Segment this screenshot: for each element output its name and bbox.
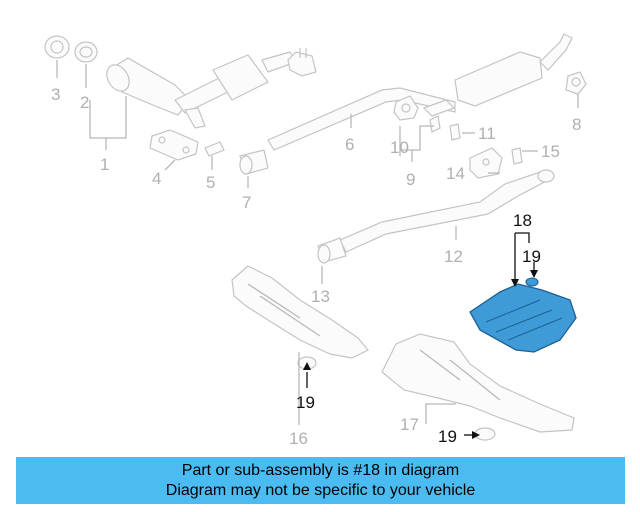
- banner-line-1: Part or sub-assembly is #18 in diagram: [181, 461, 460, 479]
- callout-4: 4: [152, 169, 161, 188]
- callout-8: 8: [572, 115, 581, 134]
- banner-line-2: Diagram may not be specific to your vehi…: [165, 481, 476, 499]
- leader-lines: [56, 60, 579, 439]
- callout-9: 9: [406, 170, 415, 189]
- callout-1: 1: [100, 155, 109, 174]
- exhaust-system-diagram: 3 2 1 4 5 7 6 10 9 11 14 15 8 12 13 16 1…: [44, 33, 587, 448]
- callout-13: 13: [311, 287, 330, 306]
- part-4-bracket: [149, 129, 199, 161]
- callout-14: 14: [446, 164, 465, 183]
- part-14-bracket: [469, 147, 503, 179]
- callout-5: 5: [206, 173, 215, 192]
- callout-18: 18: [513, 211, 532, 230]
- callout-7: 7: [242, 193, 251, 212]
- callout-10: 10: [390, 138, 409, 157]
- callout-6: 6: [345, 135, 354, 154]
- callout-17: 17: [400, 415, 419, 434]
- part-2-clamp: [74, 41, 98, 63]
- callout-19-upper: 19: [522, 247, 541, 266]
- callout-15: 15: [541, 142, 560, 161]
- callout-11: 11: [478, 124, 496, 143]
- part-6-front-pipe: [267, 87, 456, 151]
- part-3-gasket: [44, 35, 70, 59]
- part-18-heat-shield-highlighted[interactable]: [469, 277, 577, 353]
- part-17-rear-heat-shield: [381, 333, 575, 433]
- part-12-intermediate-pipe: [339, 169, 555, 253]
- callout-3: 3: [51, 85, 60, 104]
- part-5-bolt: [204, 141, 225, 157]
- callout-19-left: 19: [296, 393, 315, 412]
- part-13-clamp: [317, 237, 347, 264]
- part-7-clamp: [239, 149, 269, 175]
- part-8-hanger: [565, 71, 587, 95]
- part-16-heat-shield: [231, 265, 369, 359]
- part-10-hanger: [393, 95, 419, 121]
- callout-16: 16: [289, 429, 308, 448]
- part-15-bolt: [511, 147, 523, 165]
- callout-2: 2: [80, 93, 89, 112]
- info-banner: Part or sub-assembly is #18 in diagram D…: [16, 457, 625, 504]
- part-9-bracket: [422, 99, 456, 133]
- part-11-bolt: [449, 123, 461, 141]
- callout-12: 12: [444, 247, 463, 266]
- part-1-catalytic-converter: [106, 48, 317, 129]
- part-rear-muffler: [454, 33, 573, 107]
- callout-19-lower: 19: [438, 427, 457, 446]
